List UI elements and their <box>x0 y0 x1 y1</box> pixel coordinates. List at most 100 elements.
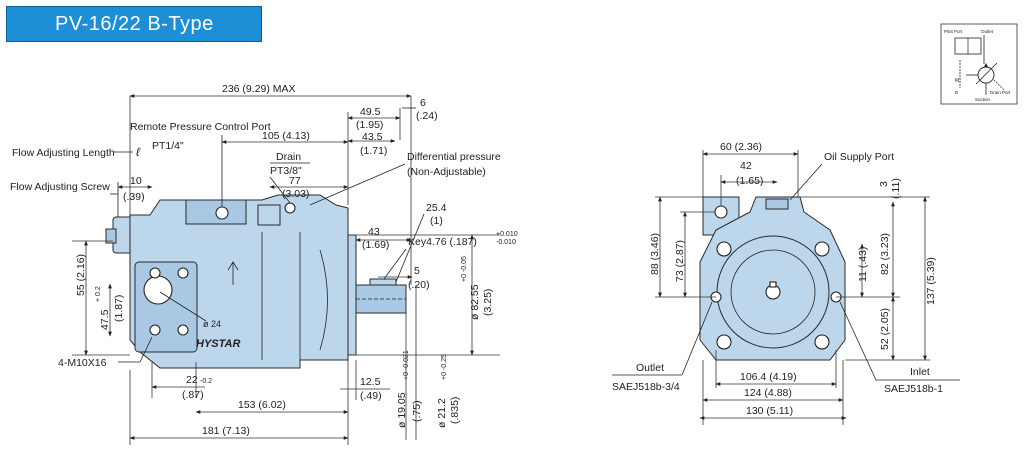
flange-bolt-1 <box>149 267 161 279</box>
dim-6-in: (.24) <box>416 110 438 122</box>
front-bolt-bl <box>716 334 732 350</box>
dim-106-4: 106.4 (4.19) <box>740 371 797 383</box>
dim-3-in: (.11) <box>890 178 902 199</box>
dim-22: 22 <box>186 374 198 386</box>
remote-port-thread: PT1/4" <box>152 140 184 152</box>
drain-boss <box>257 204 281 226</box>
remote-port-hole <box>215 206 229 220</box>
shaft-key <box>369 278 397 286</box>
pump-body-front <box>699 196 846 361</box>
dim-25-4-in: (1) <box>430 215 443 227</box>
title-banner: PV-16/22 B-Type <box>6 6 262 42</box>
dim-6: 6 <box>420 97 426 109</box>
dim-73: 73 (2.87) <box>674 240 686 282</box>
dia-82-55-tol: +0 -0.05 <box>461 256 468 282</box>
front-inner-ring <box>730 249 816 335</box>
dim-49-5: 49.5 <box>360 106 381 118</box>
symbol-m: M <box>955 78 959 84</box>
dia-19-05-in: (.75) <box>411 400 423 422</box>
dim-105: 105 (4.13) <box>262 130 310 142</box>
brand-text: HYSTAR <box>196 338 240 350</box>
dim-77: 77 <box>289 175 301 187</box>
dim-43-in: (1.69) <box>362 239 389 251</box>
dim-43-5-in: (1.71) <box>360 145 387 157</box>
flow-adjust-length-label: Flow Adjusting Length <box>12 147 115 159</box>
mount-flange <box>347 234 357 356</box>
dim-12-5: 12.5 <box>360 376 381 388</box>
dia-21-2-tol: +0 -0.25 <box>441 354 448 380</box>
dim-42: 42 <box>740 160 752 172</box>
key-tol-minus: -0.010 <box>496 239 516 246</box>
dim-5: 5 <box>414 265 420 277</box>
dim-47-5-tol: + 0.2 <box>95 286 102 302</box>
dim-5-in: (.20) <box>408 279 430 291</box>
outlet-spec: SAEJ518b-3/4 <box>612 381 680 393</box>
dim-47-5: 47.5 <box>99 309 111 330</box>
oil-supply-port <box>765 198 789 210</box>
front-view: 60 (2.36) 42 (1.65) Oil Supply Port 3 (.… <box>612 141 960 425</box>
front-bolt-br <box>814 334 830 350</box>
inlet-label: Inlet <box>910 366 930 378</box>
dim-10: 10 <box>130 175 142 187</box>
symbol-pilot-port: Pilot Port <box>944 29 963 34</box>
flange-bolt-2 <box>177 267 189 279</box>
drain-port-hole <box>284 202 296 214</box>
dim-60: 60 (2.36) <box>720 141 762 153</box>
dim-10-in: (.39) <box>123 191 145 203</box>
dim-43-5: 43.5 <box>362 131 383 143</box>
dim-25-4: 25.4 <box>426 202 447 214</box>
dim-124: 124 (4.88) <box>744 387 792 399</box>
dim-11: 11 (.43) <box>857 247 869 282</box>
symbol-outlet: Outlet <box>981 29 994 34</box>
drain-label: Drain <box>276 151 301 163</box>
key-tol-plus: +0.010 <box>496 231 518 238</box>
dim-3: 3 <box>878 181 890 187</box>
flow-adjust-screw-label: Flow Adjusting Screw <box>10 181 110 193</box>
dia-21-2-in: (.835) <box>449 397 461 424</box>
dim-52: 52 (2.05) <box>879 308 891 350</box>
shaft-keyway <box>769 281 777 288</box>
symbol-drain-port: Drain Port <box>990 90 1011 95</box>
bolt-spec: 4-M10X16 <box>58 357 107 369</box>
dim-12-5-in: (.49) <box>360 390 382 402</box>
symbol-suction: Suction <box>975 97 991 102</box>
dim-82: 82 (3.23) <box>879 233 891 275</box>
overall-length: 236 (9.29) MAX <box>222 83 296 95</box>
front-bolt-tr <box>814 241 830 257</box>
dia-24-label: ø 24 <box>203 319 221 329</box>
side-view: HYSTAR ø 24 236 (9.29) MAX Remote Pressu… <box>10 83 518 445</box>
oil-supply-label: Oil Supply Port <box>824 151 894 163</box>
dim-43: 43 <box>368 226 380 238</box>
symbol-alpha: α <box>955 90 958 96</box>
adjust-screw-tip <box>105 228 117 244</box>
page-title: PV-16/22 B-Type <box>55 13 214 35</box>
pump-body-side: HYSTAR ø 24 <box>105 194 407 369</box>
dim-130: 130 (5.11) <box>746 405 793 417</box>
front-bolt-tl <box>716 241 732 257</box>
dim-49-5-in: (1.95) <box>356 119 383 131</box>
drain-thread: PT3/8" <box>270 165 302 177</box>
inlet-spec: SAEJ518b-1 <box>884 383 943 395</box>
dia-82-55-in: (3.25) <box>482 289 494 316</box>
key-label: Key4.76 (.187) <box>408 236 477 248</box>
dim-42-in: (1.65) <box>736 175 763 187</box>
dim-22-tol: -0.2 <box>200 378 212 385</box>
dim-77-in: (3.03) <box>282 188 309 200</box>
flange-port <box>143 275 173 305</box>
non-adjustable-label: (Non-Adjustable) <box>407 166 486 178</box>
outlet-label: Outlet <box>636 362 664 374</box>
dim-181: 181 (7.13) <box>202 425 250 437</box>
dia-21-2: ø 21.2 <box>436 398 448 428</box>
dia-82-55: ø 82.55 <box>469 284 481 320</box>
dia-19-05: ø 19.05 <box>396 392 408 428</box>
flange-bolt-3 <box>149 324 161 336</box>
differential-pressure-label: Differential pressure <box>407 151 501 163</box>
flow-adjust-length-symbol: ℓ <box>136 145 141 159</box>
dim-47-5-in: (1.87) <box>113 295 125 322</box>
dim-88: 88 (3.46) <box>649 233 661 275</box>
flange-bolt-4 <box>177 324 189 336</box>
dim-137: 137 (5.39) <box>925 257 937 305</box>
dim-55: 55 (2.16) <box>75 254 87 296</box>
outlet-block-hole <box>714 205 728 219</box>
